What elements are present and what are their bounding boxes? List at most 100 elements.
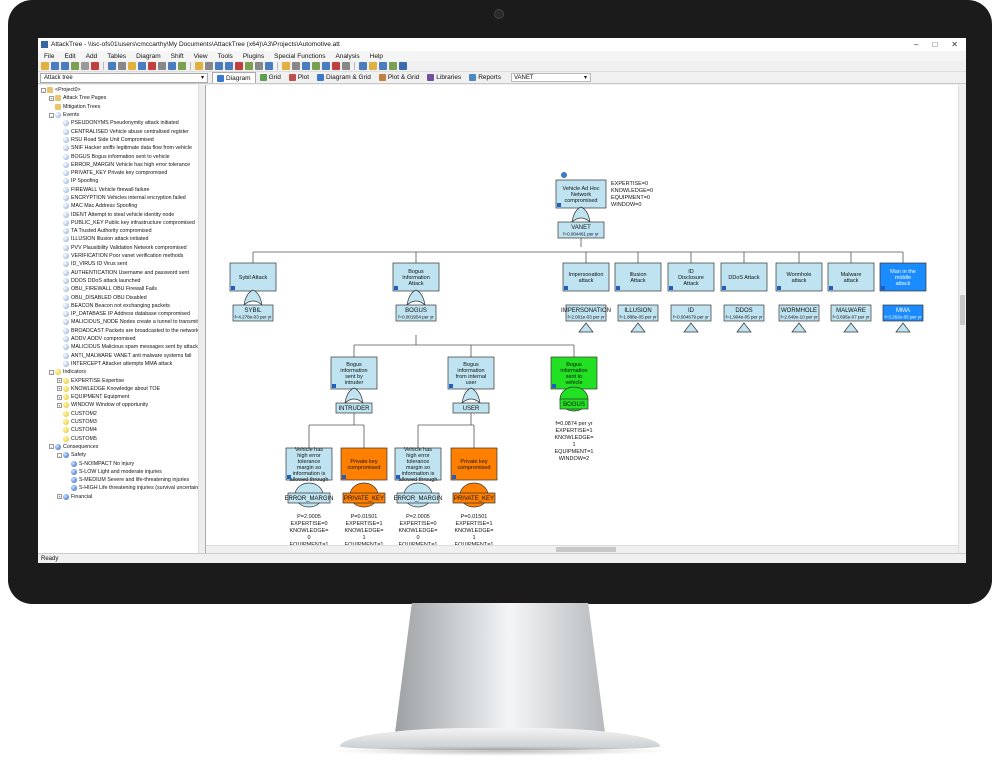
toolbar-tool-icon[interactable]: [178, 62, 186, 70]
toolbar-tool-icon[interactable]: [369, 62, 377, 70]
expand-handle-icon[interactable]: [777, 286, 781, 290]
expand-handle-icon[interactable]: [557, 203, 561, 207]
toolbar-tool-icon[interactable]: [215, 62, 223, 70]
expander-icon[interactable]: +: [57, 386, 62, 392]
tree-selector[interactable]: Attack tree ▾: [40, 72, 208, 83]
tree-item[interactable]: ERROR_MARGIN Vehicle has high error tole…: [38, 161, 205, 169]
node-label-box[interactable]: [882, 304, 924, 322]
expand-handle-icon[interactable]: [564, 286, 568, 290]
expand-handle-icon[interactable]: [332, 384, 336, 388]
expander-icon[interactable]: -: [49, 444, 54, 450]
expand-handle-icon[interactable]: [552, 384, 556, 388]
node-box[interactable]: [394, 447, 442, 481]
tab-grid[interactable]: Grid: [256, 72, 285, 83]
tree-item[interactable]: IP Spoofing: [38, 177, 205, 185]
tree-item[interactable]: MALICIOUS Malicious spam messages sent b…: [38, 343, 205, 351]
node-label-box[interactable]: [830, 304, 872, 322]
tree-item[interactable]: -Consequences: [38, 443, 205, 451]
node-box[interactable]: [285, 447, 333, 481]
tree-item[interactable]: -<Project0>: [38, 86, 205, 94]
tree-item[interactable]: BEACON Beacon not exchanging packets: [38, 302, 205, 310]
node-box[interactable]: [562, 262, 610, 292]
expander-icon[interactable]: -: [49, 112, 54, 118]
node-box[interactable]: [667, 262, 715, 292]
tab-plot[interactable]: Plot: [285, 72, 313, 83]
tree-item[interactable]: Mitigation Trees: [38, 103, 205, 111]
expand-handle-icon[interactable]: [452, 475, 456, 479]
toolbar-tool-icon[interactable]: [302, 62, 310, 70]
menu-special-functions[interactable]: Special Functions: [274, 52, 326, 60]
tree-item[interactable]: +KNOWLEDGE Knowledge about TOE: [38, 385, 205, 393]
toolbar-tool-icon[interactable]: [379, 62, 387, 70]
node-box[interactable]: [392, 262, 440, 292]
tree-item[interactable]: -Events: [38, 111, 205, 119]
node-label-box[interactable]: [232, 304, 274, 322]
toolbar-tool-icon[interactable]: [389, 62, 397, 70]
tree-item[interactable]: S-NOIMPACT No injury: [38, 459, 205, 467]
menu-tables[interactable]: Tables: [107, 52, 127, 60]
menu-tools[interactable]: Tools: [217, 52, 233, 60]
expander-icon[interactable]: -: [41, 87, 46, 93]
tree-item[interactable]: +Financial: [38, 493, 205, 501]
toolbar-tool-icon[interactable]: [342, 62, 350, 70]
tree-item[interactable]: CUSTOM4: [38, 426, 205, 434]
tree-item[interactable]: ANTI_MALWARE VANET anti malware systems …: [38, 352, 205, 360]
tree-item[interactable]: OBU_FIREWALL OBU Firewall Fails: [38, 285, 205, 293]
expand-handle-icon[interactable]: [287, 475, 291, 479]
expander-icon[interactable]: +: [57, 402, 62, 408]
toolbar-tool-icon[interactable]: [205, 62, 213, 70]
page-dropdown[interactable]: VANET ▾: [510, 73, 591, 82]
expander-icon[interactable]: -: [57, 452, 62, 458]
node-label-box[interactable]: [778, 304, 820, 322]
toolbar-tool-icon[interactable]: [138, 62, 146, 70]
node-label-box[interactable]: [559, 398, 589, 410]
tab-diagram[interactable]: Diagram: [212, 72, 256, 83]
menu-diagram[interactable]: Diagram: [136, 52, 161, 60]
node-box[interactable]: [447, 356, 495, 390]
tree-item[interactable]: -Indicators: [38, 368, 205, 376]
menu-analysis[interactable]: Analysis: [335, 52, 360, 60]
node-label-box[interactable]: [565, 304, 607, 322]
toolbar-tool-icon[interactable]: [158, 62, 166, 70]
tree-scrollbar[interactable]: [198, 85, 205, 553]
toolbar-tool-icon[interactable]: [282, 62, 290, 70]
node-label-box[interactable]: [395, 304, 437, 322]
attack-tree-diagram[interactable]: Vehicle Ad HocNetworkcompromisedVANETf=0…: [206, 85, 958, 553]
tree-item[interactable]: PRIVATE_KEY Private key compromised: [38, 169, 205, 177]
tree-item[interactable]: MAC Mac Address Spoofing: [38, 202, 205, 210]
expand-handle-icon[interactable]: [881, 286, 885, 290]
tree-item[interactable]: PVV Plausibility Validation Network comp…: [38, 244, 205, 252]
toolbar-tool-icon[interactable]: [81, 62, 89, 70]
tree-item[interactable]: INTERCEPT Attacker attempts MMA attack: [38, 360, 205, 368]
tree-item[interactable]: IDENT Attempt to steal vehicle identity …: [38, 210, 205, 218]
toolbar-tool-icon[interactable]: [359, 62, 367, 70]
tree-item[interactable]: PUBLIC_KEY Public key infrastructure com…: [38, 219, 205, 227]
tree-item[interactable]: +WINDOW Window of opportunity: [38, 401, 205, 409]
info-icon[interactable]: [561, 172, 567, 178]
tree-item[interactable]: AUTHENTICATION Username and password sen…: [38, 269, 205, 277]
menu-shift[interactable]: Shift: [170, 52, 184, 60]
expander-icon[interactable]: +: [49, 95, 54, 101]
tree-item[interactable]: TA Trusted Authority compromised: [38, 227, 205, 235]
node-box[interactable]: [450, 447, 498, 481]
node-box[interactable]: [614, 262, 662, 292]
tree-item[interactable]: PSEUDONYMS Pseudonymity attack initiated: [38, 119, 205, 127]
toolbar-tool-icon[interactable]: [61, 62, 69, 70]
toolbar-tool-icon[interactable]: [292, 62, 300, 70]
toolbar-tool-icon[interactable]: [332, 62, 340, 70]
toolbar-tool-icon[interactable]: [322, 62, 330, 70]
tree-item[interactable]: BROADCAST Packets are broadcasted to the…: [38, 327, 205, 335]
toolbar-tool-icon[interactable]: [91, 62, 99, 70]
toolbar-tool-icon[interactable]: [128, 62, 136, 70]
tree-item[interactable]: CUSTOM2: [38, 410, 205, 418]
expand-handle-icon[interactable]: [449, 384, 453, 388]
maximize-button[interactable]: □: [932, 40, 938, 49]
node-box[interactable]: [555, 179, 607, 209]
toolbar-tool-icon[interactable]: [148, 62, 156, 70]
toolbar-tool-icon[interactable]: [245, 62, 253, 70]
expander-icon[interactable]: -: [49, 369, 54, 375]
menu-help[interactable]: Help: [369, 52, 384, 60]
node-box[interactable]: [229, 262, 277, 292]
expand-handle-icon[interactable]: [231, 286, 235, 290]
tree-item[interactable]: SNIF Hacker sniffs legitimate data flow …: [38, 144, 205, 152]
